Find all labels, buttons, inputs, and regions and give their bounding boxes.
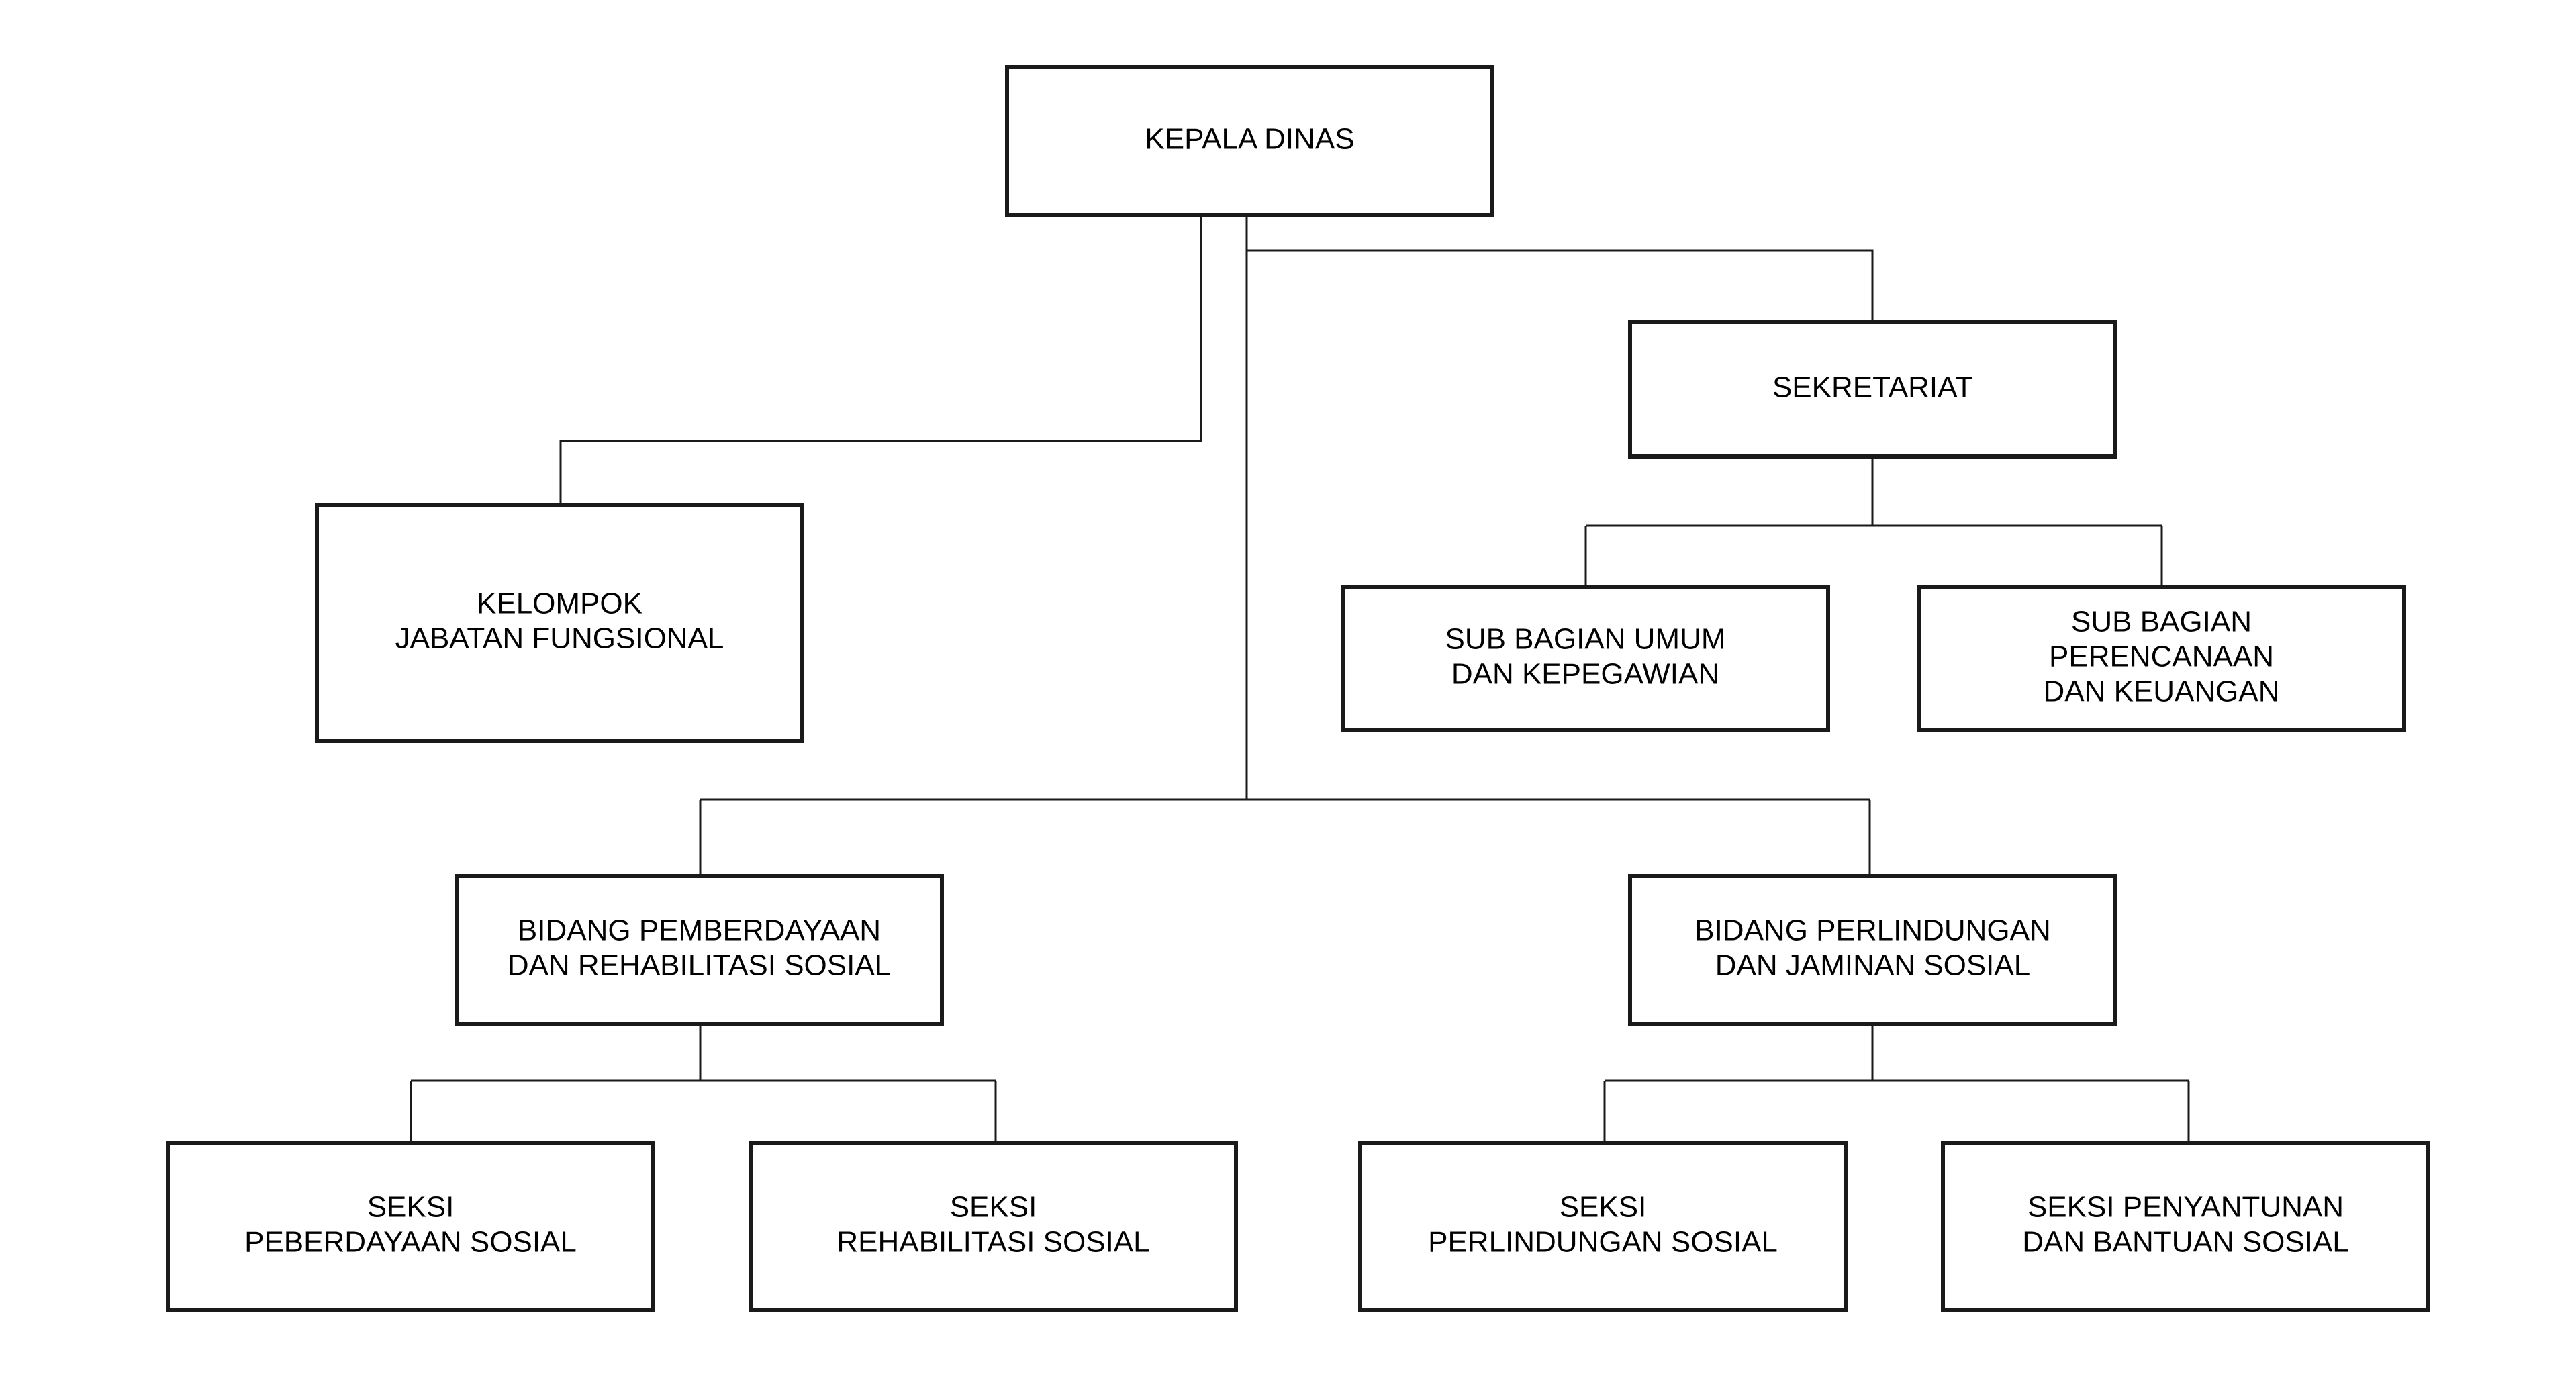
node-label-seksi-perlindungan-sosial-line-1: SEKSI bbox=[1560, 1191, 1647, 1224]
node-box-kelompok-jabatan-fungsional[interactable] bbox=[315, 503, 804, 743]
node-box-sub-bagian-perencanaan-dan-keuangan[interactable] bbox=[1917, 585, 2406, 732]
node-label-bidang-pemberdayaan-dan-rehabilitasi-sosial-line-1: BIDANG PEMBERDAYAAN bbox=[518, 914, 881, 947]
node-box-bidang-perlindungan-dan-jaminan-sosial[interactable] bbox=[1628, 874, 2117, 1026]
node-box-kepala-dinas[interactable] bbox=[1005, 65, 1494, 217]
node-label-sub-bagian-umum-dan-kepegawian-line-1: SUB BAGIAN UMUM bbox=[1445, 623, 1725, 656]
node-label-seksi-perlindungan-sosial-line-2: PERLINDUNGAN SOSIAL bbox=[1428, 1226, 1778, 1259]
connector-bidang-row-to-bidang-pemberdayaan-dan-rehabilitasi-sosial bbox=[699, 798, 1870, 876]
node-label-sub-bagian-perencanaan-dan-keuangan-line-1: SUB BAGIAN bbox=[2071, 606, 2252, 638]
node-label-sub-bagian-perencanaan-dan-keuangan-line-3: DAN KEUANGAN bbox=[2043, 675, 2279, 708]
node-label-sub-bagian-umum-dan-kepegawian-line-2: DAN KEPEGAWIAN bbox=[1451, 658, 1719, 691]
node-box-seksi-penyantunan-dan-bantuan-sosial[interactable] bbox=[1941, 1141, 2430, 1312]
connector-layer bbox=[410, 215, 2190, 1143]
node-label-seksi-peberdayaan-sosial-line-1: SEKSI bbox=[367, 1191, 455, 1224]
node-label-seksi-penyantunan-dan-bantuan-sosial-line-2: DAN BANTUAN SOSIAL bbox=[2022, 1226, 2349, 1259]
node-label-seksi-rehabilitasi-sosial-line-2: REHABILITASI SOSIAL bbox=[837, 1226, 1149, 1259]
node-label-seksi-peberdayaan-sosial-line-2: PEBERDAYAAN SOSIAL bbox=[244, 1226, 577, 1259]
connector-seksi-row-left-to-seksi-peberdayaan-sosial bbox=[410, 1079, 996, 1143]
node-label-kelompok-jabatan-fungsional-line-1: KELOMPOK bbox=[477, 587, 642, 620]
node-label-bidang-perlindungan-dan-jaminan-sosial-line-1: BIDANG PERLINDUNGAN bbox=[1695, 914, 2051, 947]
node-box-sub-bagian-umum-dan-kepegawian[interactable] bbox=[1341, 585, 1830, 732]
connector-sub-bagian-row-to-sub-bagian-umum-dan-kepegawian bbox=[1584, 524, 2162, 587]
connector-kepala-dinas-to-kelompok-jabatan-fungsional bbox=[559, 215, 1202, 505]
connector-kepala-dinas-to-sekretariat bbox=[1245, 215, 1874, 322]
node-box-seksi-perlindungan-sosial[interactable] bbox=[1358, 1141, 1848, 1312]
node-kepala-dinas[interactable]: KEPALA DINAS bbox=[1005, 65, 1494, 217]
node-label-bidang-perlindungan-dan-jaminan-sosial-line-2: DAN JAMINAN SOSIAL bbox=[1715, 949, 2030, 982]
node-label-kepala-dinas-line-1: KEPALA DINAS bbox=[1145, 123, 1354, 156]
node-label-sekretariat-line-1: SEKRETARIAT bbox=[1772, 371, 1973, 404]
node-label-sub-bagian-perencanaan-dan-keuangan-line-2: PERENCANAAN bbox=[2049, 640, 2274, 673]
node-label-seksi-rehabilitasi-sosial-line-1: SEKSI bbox=[950, 1191, 1037, 1224]
node-label-seksi-penyantunan-dan-bantuan-sosial-line-1: SEKSI PENYANTUNAN bbox=[2028, 1191, 2344, 1224]
node-sekretariat[interactable]: SEKRETARIAT bbox=[1628, 320, 2117, 459]
node-box-seksi-peberdayaan-sosial[interactable] bbox=[166, 1141, 655, 1312]
connector-seksi-row-right-to-seksi-perlindungan-sosial bbox=[1603, 1079, 2189, 1143]
node-box-sekretariat[interactable] bbox=[1628, 320, 2117, 459]
node-box-seksi-rehabilitasi-sosial[interactable] bbox=[749, 1141, 1238, 1312]
node-box-bidang-pemberdayaan-dan-rehabilitasi-sosial[interactable] bbox=[455, 874, 944, 1026]
node-label-bidang-pemberdayaan-dan-rehabilitasi-sosial-line-2: DAN REHABILITASI SOSIAL bbox=[508, 949, 891, 982]
node-label-kelompok-jabatan-fungsional-line-2: JABATAN FUNGSIONAL bbox=[395, 622, 724, 655]
